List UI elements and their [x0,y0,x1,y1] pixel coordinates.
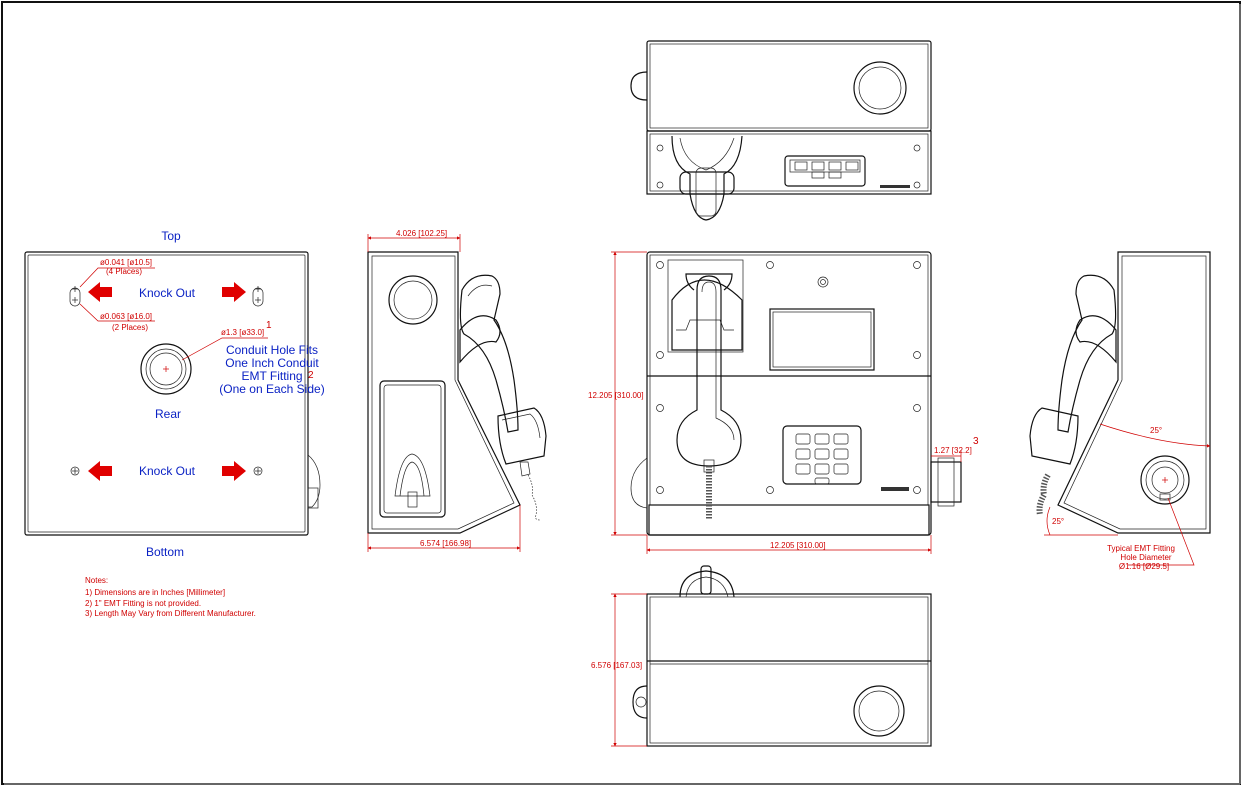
dim-bottom-depth: 6.576 [167.03] [591,661,642,670]
dim-large-hole-count: (2 Places) [112,323,148,332]
side-view-left [367,234,547,552]
coiled-cord [527,474,541,521]
top-view [630,40,932,221]
arrow-right-icon [222,282,246,302]
dim-side-depth-top: 4.026 [102.25] [396,229,447,238]
notes-block: Notes: 1) Dimensions are in Inches [Mill… [85,576,256,618]
arrow-left-icon [88,282,112,302]
arrow-right-icon [222,461,246,481]
keyhole-mount-right [252,286,264,307]
dim-fitting-offset: 1.27 [32.2] [934,446,972,455]
emt-fitting [1140,455,1190,505]
keypad [795,433,849,485]
dim-small-hole: ø0.041 [ø10.5] [100,258,152,267]
knockout-small-right [253,466,263,476]
note-1: 1) Dimensions are in Inches [Millimeter] [85,588,225,597]
label-rear: Rear [155,407,181,421]
callout-3: 3 [973,436,979,447]
notes-title: Notes: [85,576,108,585]
label-conduit-line2: One Inch Conduit [225,356,319,370]
side-view-right [1029,251,1211,566]
label-knock-out-lower: Knock Out [139,464,196,478]
callout-1: 1 [266,320,272,331]
dim-front-width: 12.205 [310.00] [770,541,826,550]
dim-angle-top: 25° [1150,426,1162,435]
dim-emt-line1: Typical EMT Fitting [1107,544,1175,553]
dim-large-hole: ø0.063 [ø16.0] [100,312,152,321]
dim-small-hole-count: (4 Places) [106,267,142,276]
label-conduit-line4: (One on Each Side) [219,382,324,396]
rear-view [24,251,321,536]
arrow-left-icon [88,461,112,481]
front-view [611,251,962,554]
label-top: Top [161,229,181,243]
conduit-hole [140,343,192,395]
label-knock-out-upper: Knock Out [139,286,196,300]
knockout-small-left [70,466,80,476]
keyhole-mount-left [69,286,81,307]
dim-side-depth-bottom: 6.574 [166.98] [420,539,471,548]
note-2: 2) 1" EMT Fitting is not provided. [85,599,201,608]
bottom-view [611,565,932,747]
label-bottom: Bottom [146,545,184,559]
dim-angle-bottom: 25° [1052,517,1064,526]
callout-2: 2 [308,370,314,381]
dim-emt-line2: Hole Diameter [1120,553,1171,562]
dim-front-height: 12.205 [310.00] [588,391,644,400]
dim-emt-line3: Ø1.16 [Ø29.5] [1119,562,1169,571]
dim-conduit: ø1.3 [ø33.0] [221,328,264,337]
label-conduit-line1: Conduit Hole Fits [226,343,318,357]
note-3: 3) Length May Vary from Different Manufa… [85,609,256,618]
label-conduit-line3: EMT Fitting [241,369,302,383]
